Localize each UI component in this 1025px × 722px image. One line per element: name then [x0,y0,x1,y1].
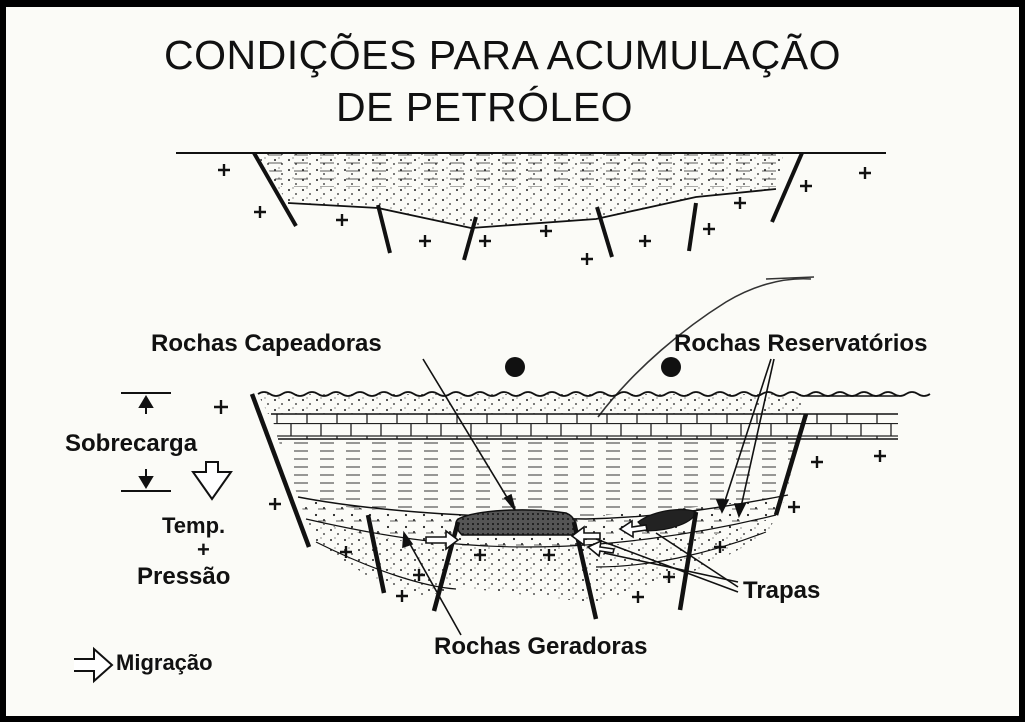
basement-plus-signs-lower [214,400,886,603]
label-trapas: Trapas [743,577,821,604]
bullet-dot-right [661,357,681,377]
oil-trap-anticline [455,509,577,536]
basin-diagram [74,152,931,684]
overburden-markers [121,392,171,492]
burial-arrow-icon [191,461,233,501]
label-temp: Temp. [162,513,226,538]
early-basin [176,152,886,265]
basement-plus-signs [218,164,871,265]
slide-title: CONDIÇÕES PARA ACUMULAÇÃO DE PETRÓLEO [6,29,1019,133]
label-migracao: Migração [116,650,213,675]
label-rochas-capeadoras: Rochas Capeadoras [151,330,382,357]
label-rochas-geradoras: Rochas Geradoras [434,633,648,660]
label-sobrecarga: Sobrecarga [65,430,198,457]
bullet-dot-left [505,357,525,377]
migration-legend-arrow-icon [74,646,114,684]
label-pressao: Pressão [137,563,231,590]
label-rochas-reservatorios: Rochas Reservatórios [674,330,928,357]
slide: CONDIÇÕES PARA ACUMULAÇÃO DE PETRÓLEO [6,7,1019,716]
label-plus: + [197,537,210,562]
evolution-arrow [597,277,812,418]
mature-basin [214,391,931,620]
title-line-2: DE PETRÓLEO [335,84,634,130]
title-line-1: CONDIÇÕES PARA ACUMULAÇÃO [164,32,841,78]
leader-lines [402,358,775,636]
